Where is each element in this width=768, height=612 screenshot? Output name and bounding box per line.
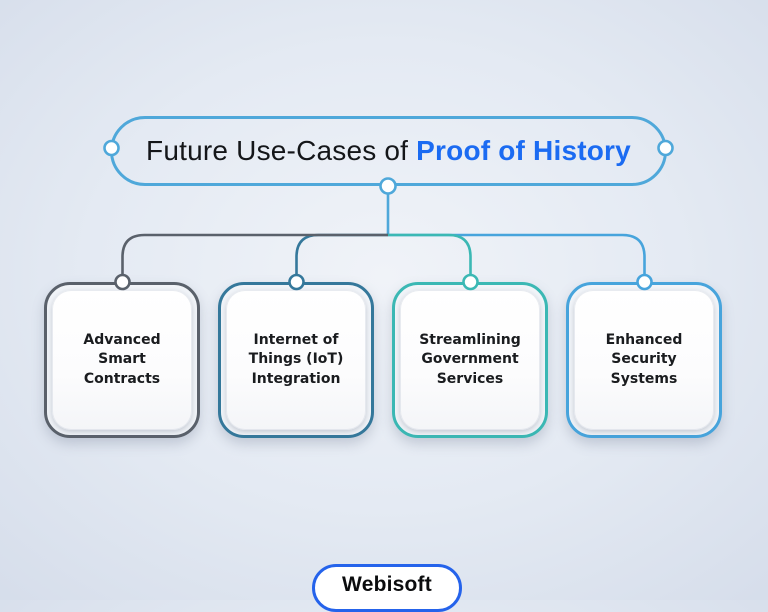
use-case-inner-panel: Advanced Smart Contracts	[52, 290, 192, 430]
use-case-box-government-services: Streamlining Government Services	[392, 282, 548, 438]
use-case-inner-panel: Streamlining Government Services	[400, 290, 540, 430]
title-prefix: Future Use-Cases of	[146, 135, 409, 166]
use-case-inner-panel: Internet of Things (IoT) Integration	[226, 290, 366, 430]
use-case-box-advanced-smart-contracts: Advanced Smart Contracts	[44, 282, 200, 438]
use-case-box-security-systems: Enhanced Security Systems	[566, 282, 722, 438]
connector-branch-2	[295, 233, 388, 275]
connector-branch-4	[388, 233, 646, 275]
brand-logo-text: Webisoft	[342, 573, 432, 596]
use-case-box-iot-integration: Internet of Things (IoT) Integration	[218, 282, 374, 438]
title-highlight: Proof of History	[416, 135, 631, 166]
use-case-label: Internet of Things (IoT) Integration	[248, 331, 344, 387]
brand-badge: Webisoft	[312, 564, 462, 612]
use-case-label: Streamlining Government Services	[419, 331, 521, 387]
connector-branch-1	[121, 233, 388, 275]
use-case-inner-panel: Enhanced Security Systems	[574, 290, 714, 430]
use-case-label: Enhanced Security Systems	[605, 331, 683, 387]
connector-branch-3	[388, 233, 472, 275]
use-case-label: Advanced Smart Contracts	[83, 331, 161, 387]
use-case-row: Advanced Smart Contracts Internet of Thi…	[0, 282, 768, 438]
